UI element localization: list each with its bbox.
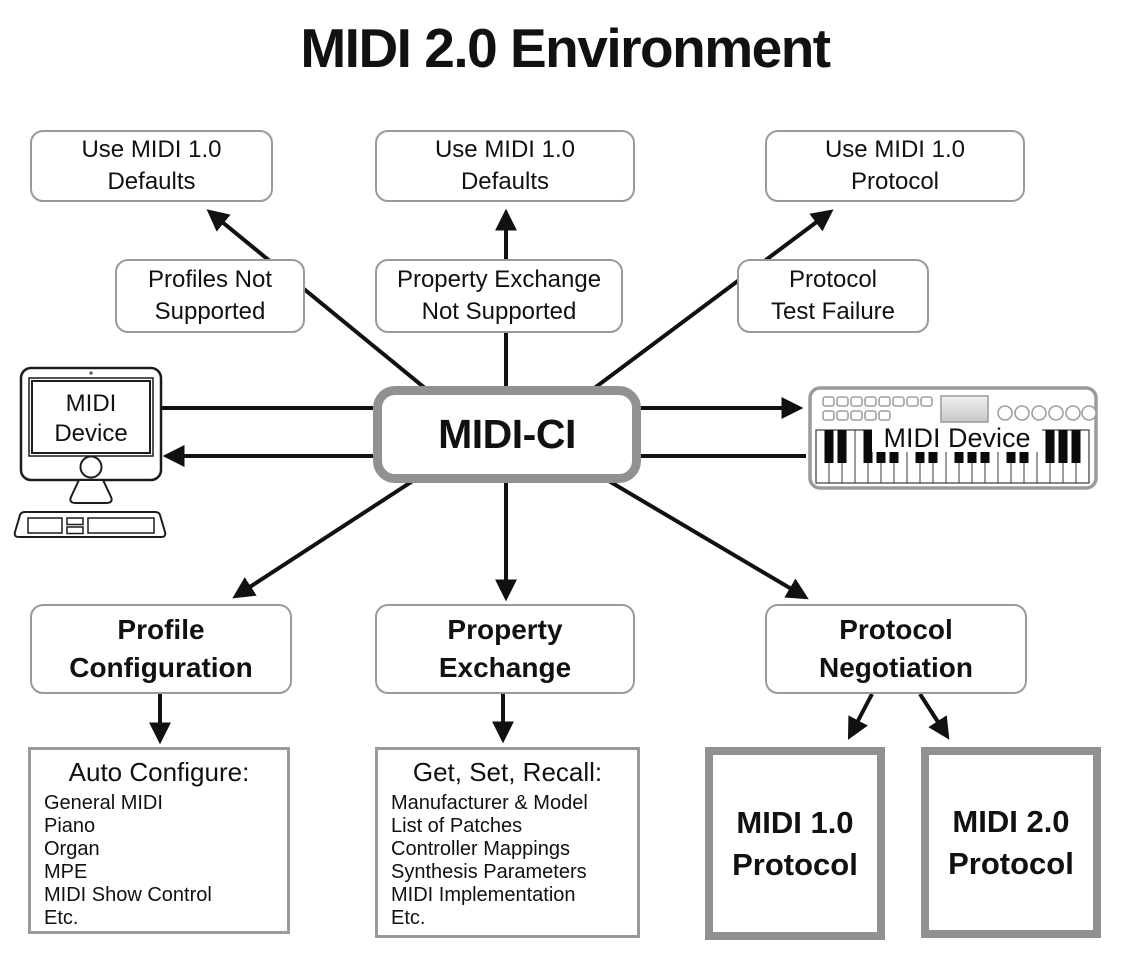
list-item: General MIDI bbox=[44, 792, 163, 814]
auto-configure-box: Auto Configure: General MIDI Piano Organ… bbox=[28, 747, 290, 934]
keyboard-buttons bbox=[822, 396, 933, 421]
keyboard-knobs bbox=[997, 405, 1097, 421]
arrow-negotiation-to-midi1-protocol bbox=[847, 693, 874, 740]
computer-stand bbox=[69, 479, 113, 504]
list-item: List of Patches bbox=[391, 815, 523, 837]
node-profile-configuration: Profile Configuration bbox=[30, 604, 292, 694]
get-set-recall-header: Get, Set, Recall: bbox=[412, 757, 603, 787]
node-property-exchange: Property Exchange bbox=[375, 604, 635, 694]
node-use-midi10-protocol: Use MIDI 1.0 Protocol bbox=[765, 130, 1025, 202]
keyboard-label-backing bbox=[872, 424, 1042, 452]
list-item: Manufacturer & Model bbox=[391, 792, 588, 814]
get-set-recall-box: Get, Set, Recall: Manufacturer & Model L… bbox=[375, 747, 640, 938]
node-use-midi10-defaults-center: Use MIDI 1.0 Defaults bbox=[375, 130, 635, 202]
node-midi20-protocol: MIDI 2.0 Protocol bbox=[921, 747, 1101, 938]
page-title: MIDI 2.0 Environment bbox=[300, 17, 831, 79]
list-item: MIDI Implementation bbox=[391, 884, 576, 906]
keyboard-display bbox=[940, 395, 989, 423]
auto-configure-header: Auto Configure: bbox=[68, 757, 250, 787]
node-profiles-not-supported: Profiles Not Supported bbox=[115, 259, 305, 333]
list-item: Controller Mappings bbox=[391, 838, 570, 860]
computer-keyboard-key-top bbox=[66, 517, 84, 526]
computer-chin-circle bbox=[79, 455, 103, 479]
midi-keyboard-icon: MIDI Device bbox=[808, 386, 1098, 490]
keyboard-keys bbox=[815, 424, 1090, 484]
list-item: MIDI Show Control bbox=[44, 884, 212, 906]
list-item: Etc. bbox=[44, 907, 79, 929]
computer-keyboard-key-bottom bbox=[66, 526, 84, 535]
computer-keyboard-keys-area bbox=[87, 517, 155, 534]
computer-label-line1: MIDI bbox=[66, 390, 117, 417]
list-item: Piano bbox=[44, 815, 96, 837]
node-midi10-protocol: MIDI 1.0 Protocol bbox=[705, 747, 885, 940]
node-protocol-test-failure: Protocol Test Failure bbox=[737, 259, 929, 333]
computer-keyboard-pad bbox=[27, 517, 63, 534]
computer-icon: MIDI Device bbox=[13, 366, 167, 538]
node-use-midi10-defaults-left: Use MIDI 1.0 Defaults bbox=[30, 130, 273, 202]
computer-camera-dot bbox=[89, 371, 93, 375]
node-protocol-negotiation: Protocol Negotiation bbox=[765, 604, 1027, 694]
computer-screen bbox=[31, 380, 151, 454]
list-item: Organ bbox=[44, 838, 100, 860]
node-property-exchange-not-supported: Property Exchange Not Supported bbox=[375, 259, 623, 333]
list-item: MPE bbox=[44, 861, 88, 883]
list-item: Synthesis Parameters bbox=[391, 861, 587, 883]
arrow-negotiation-to-midi2-protocol bbox=[918, 692, 950, 740]
keyboard-label: MIDI Device bbox=[883, 423, 1030, 453]
computer-label-line2: Device bbox=[54, 420, 127, 447]
list-item: Etc. bbox=[391, 907, 426, 929]
node-midi-ci: MIDI-CI bbox=[373, 386, 641, 483]
